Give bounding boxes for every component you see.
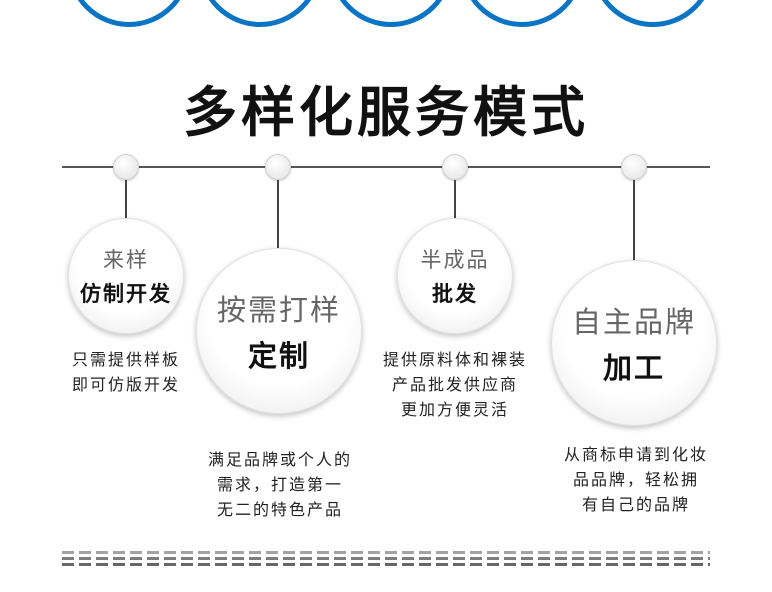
service-circle-custom: 按需打样 定制 — [196, 248, 362, 414]
page-title: 多样化服务模式 — [183, 81, 589, 144]
timeline-node — [621, 154, 647, 180]
service-circle-brand: 自主品牌 加工 — [551, 260, 717, 426]
connector-line — [277, 180, 279, 248]
service-subtitle: 仿制开发 — [80, 282, 172, 306]
desc-line: 即可仿版开发 — [71, 375, 180, 394]
desc-line: 品品牌，轻松拥 — [572, 470, 699, 489]
desc-line: 只需提供样板 — [71, 350, 180, 369]
desc-line: 产品批发供应商 — [391, 375, 518, 394]
timeline-line — [62, 166, 710, 168]
desc-line: 有自己的品牌 — [581, 495, 690, 514]
service-circle-sample: 来样 仿制开发 — [68, 218, 184, 334]
timeline-node — [113, 154, 139, 180]
service-title: 来样 — [103, 248, 149, 272]
decorative-arc — [329, 0, 453, 27]
service-circle-wholesale: 半成品 批发 — [397, 218, 513, 334]
dashed-divider — [62, 551, 710, 554]
desc-line: 从商标申请到化妆 — [563, 445, 708, 464]
dashed-divider — [62, 563, 710, 566]
service-description: 满足品牌或个人的 需求，打造第一 无二的特色产品 — [190, 447, 370, 522]
service-title: 自主品牌 — [571, 305, 696, 339]
connector-line — [125, 180, 127, 218]
timeline-node — [265, 154, 291, 180]
service-subtitle: 定制 — [247, 339, 310, 373]
desc-line: 更加方便灵活 — [400, 400, 509, 419]
decorative-arc — [460, 0, 584, 27]
desc-line: 无二的特色产品 — [216, 500, 343, 519]
connector-line — [633, 180, 635, 260]
connector-line — [454, 180, 456, 218]
service-description: 从商标申请到化妆 品品牌，轻松拥 有自己的品牌 — [546, 442, 726, 517]
desc-line: 提供原料体和裸装 — [382, 350, 527, 369]
desc-line: 需求，打造第一 — [216, 475, 343, 494]
service-subtitle: 加工 — [602, 351, 665, 385]
decorative-arc — [198, 0, 322, 27]
service-description: 只需提供样板 即可仿版开发 — [46, 347, 206, 397]
service-subtitle: 批发 — [432, 282, 478, 306]
decorative-arc — [67, 0, 191, 27]
decorative-arc — [591, 0, 715, 27]
desc-line: 满足品牌或个人的 — [207, 450, 352, 469]
service-title: 半成品 — [420, 248, 490, 272]
service-description: 提供原料体和裸装 产品批发供应商 更加方便灵活 — [365, 347, 545, 422]
dashed-divider — [62, 557, 710, 560]
service-title: 按需打样 — [216, 293, 341, 327]
timeline-node — [442, 154, 468, 180]
